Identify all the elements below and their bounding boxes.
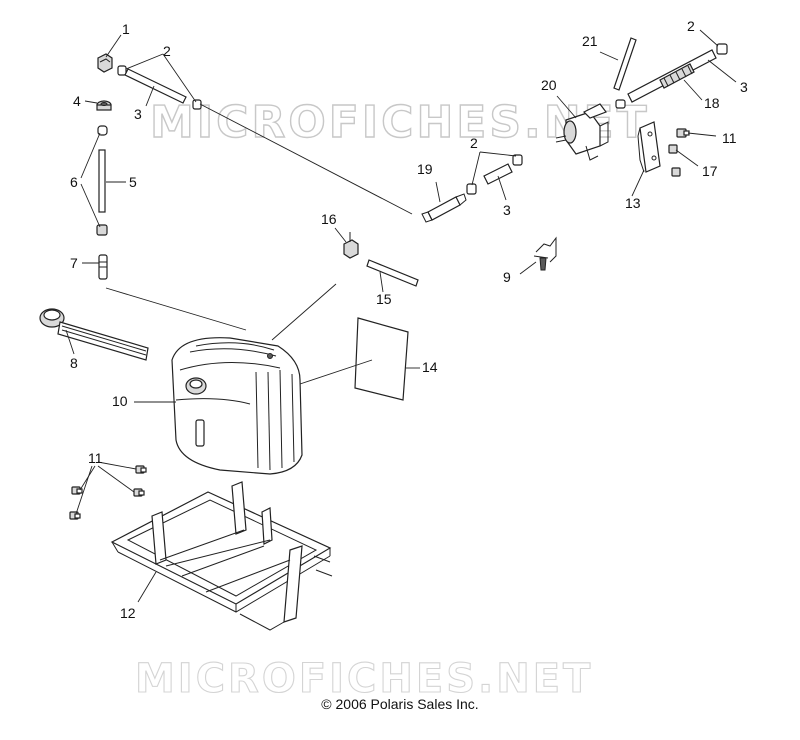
callout-15: 15 [376,291,392,307]
part-2-clamp [117,65,127,76]
part-3-hose [483,163,513,185]
part-11-bolt [69,511,81,520]
part-18-sleeve [659,63,695,89]
callout-10: 10 [112,393,128,409]
part-13-bracket [637,121,661,173]
part-4-grommet [96,100,112,111]
part-11-bolt [676,128,690,138]
callout-2: 2 [163,43,171,59]
callout-20: 20 [541,77,557,93]
callout-17: 17 [702,163,718,179]
part-20-fuel-pump [555,103,609,161]
part-15-hose [366,259,419,287]
part-14-pad [354,317,409,401]
callout-14: 14 [422,359,438,375]
callout-2: 2 [687,18,695,34]
part-1-elbow-fitting [97,53,113,73]
part-2-clamp [192,99,202,110]
callout-16: 16 [321,211,337,227]
part-17-nut [668,144,678,154]
callout-18: 18 [704,95,720,111]
callout-13: 13 [625,195,641,211]
part-8-fuel-sender [39,308,149,361]
callout-4: 4 [73,93,81,109]
callout-8: 8 [70,355,78,371]
part-19-filter [421,193,467,223]
part-9-clip [533,236,557,271]
part-2-clamp [466,183,477,195]
callout-6: 6 [70,174,78,190]
callout-12: 12 [120,605,136,621]
part-11-bolt [133,488,145,497]
callout-2: 2 [470,135,478,151]
callout-7: 7 [70,255,78,271]
callout-3: 3 [740,79,748,95]
part-5-tube [98,149,106,213]
part-11-bolt [71,486,83,495]
callout-3: 3 [503,202,511,218]
part-16-elbow-fitting [343,232,359,259]
part-3-hose [124,68,187,104]
part-11-bolt [135,465,147,474]
leader-lines [65,29,737,603]
part-10-fuel-tank [171,337,303,475]
callout-11: 11 [722,130,737,146]
watermark-bottom: MICROFICHES.NET [135,656,593,702]
callout-labels: 1 2 3 4 5 6 7 8 9 10 11 12 13 14 15 16 1… [70,18,748,621]
copyright-notice: © 2006 Polaris Sales Inc. [321,696,479,712]
callout-9: 9 [503,269,511,285]
part-6-cap [96,224,108,236]
part-7-fitting [98,254,108,280]
part-12-tank-frame [110,481,333,631]
part-17-nut [671,167,681,177]
callout-3: 3 [134,106,142,122]
part-2-clamp [615,99,626,109]
callout-1: 1 [122,21,130,37]
callout-11: 11 [88,450,103,466]
part-2-clamp [716,43,728,55]
part-2-clamp [512,154,523,166]
part-21-tube [613,37,637,91]
callout-5: 5 [129,174,137,190]
callout-21: 21 [582,33,598,49]
part-6-cap [97,125,108,136]
callout-19: 19 [417,161,433,177]
